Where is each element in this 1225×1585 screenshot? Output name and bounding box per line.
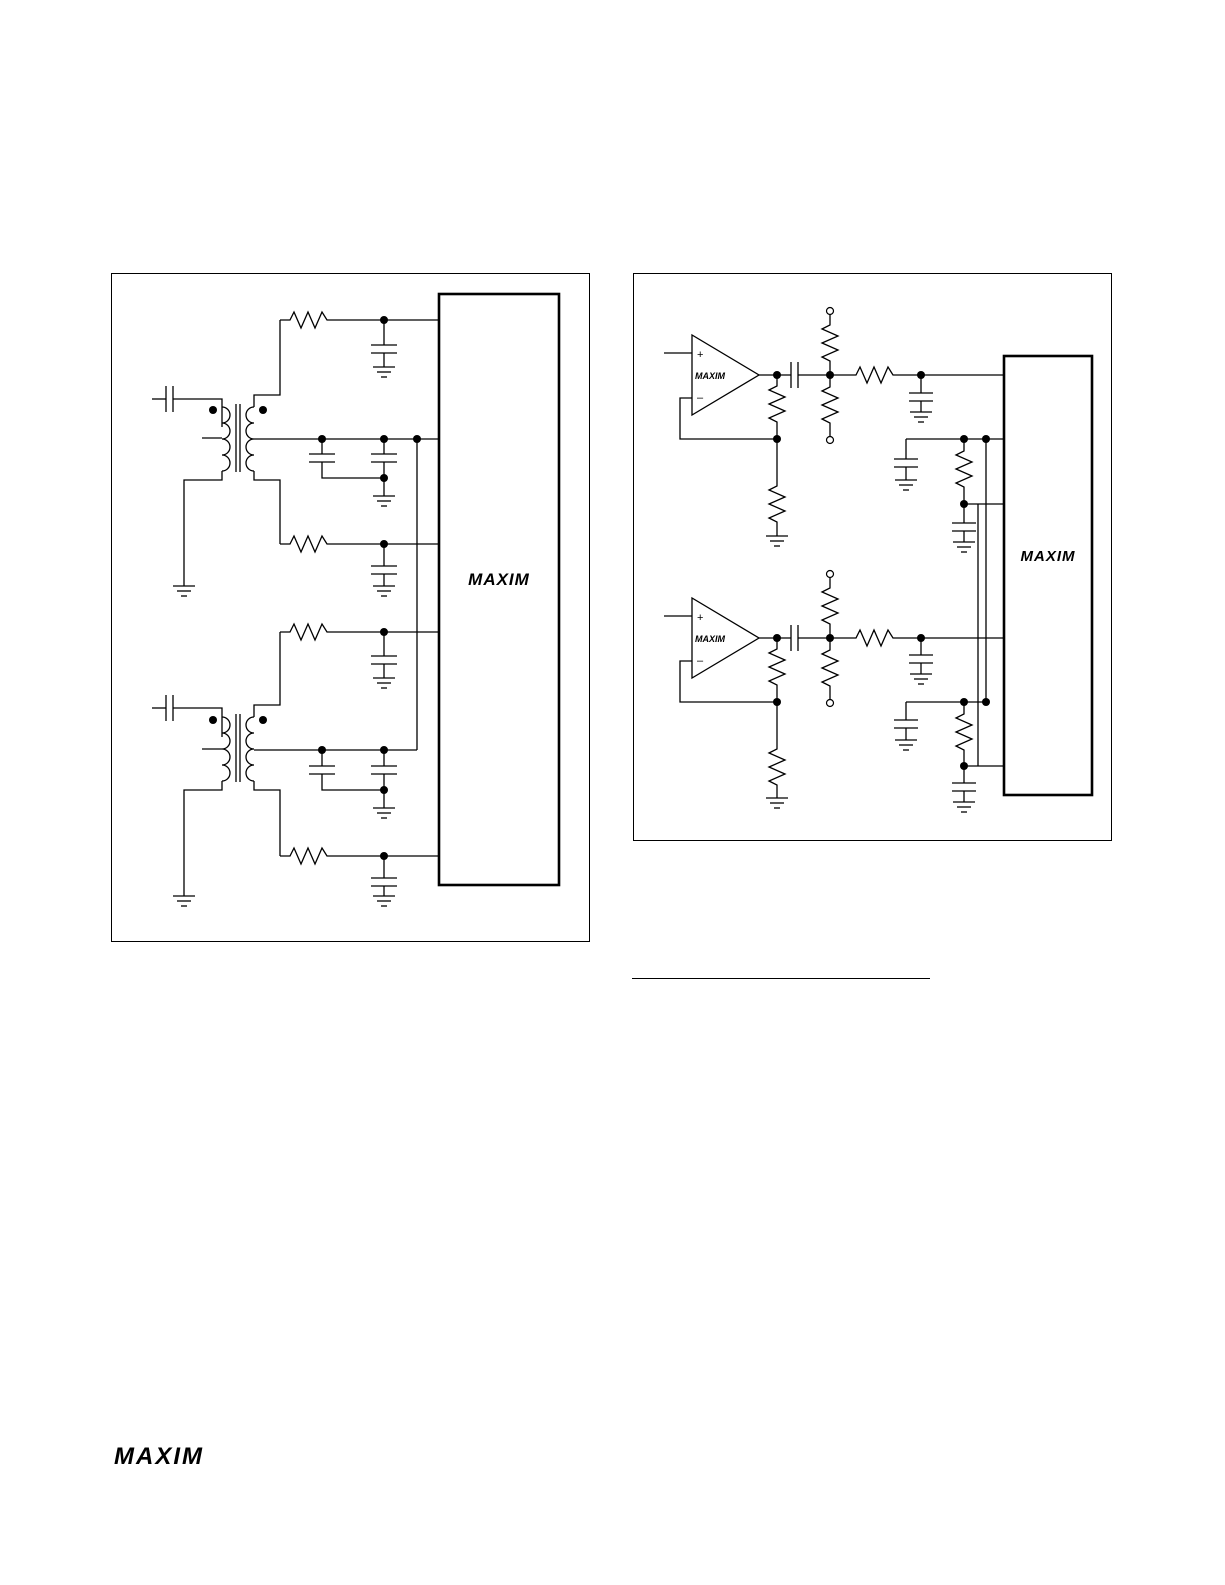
ground-icon (173, 586, 195, 596)
ground-icon (953, 542, 975, 552)
opamp-label: MAXIM (695, 634, 726, 644)
capacitor-icon (309, 750, 384, 790)
section-rule (632, 978, 930, 979)
ground-icon (766, 798, 788, 808)
opamp-plus-sign: + (697, 612, 703, 624)
ground-icon (766, 536, 788, 546)
opamp-driven-circuit: MAXIM + – MAXIM (633, 273, 1112, 841)
opamp-icon: + – MAXIM (692, 598, 759, 678)
resistor-icon (956, 439, 972, 504)
ic-label: MAXIM (1021, 548, 1076, 565)
ground-icon (910, 412, 932, 422)
opamp-minus-sign: – (697, 392, 704, 404)
capacitor-icon (371, 750, 397, 808)
resistor-icon (280, 312, 439, 328)
ground-icon (373, 496, 395, 506)
capacitor-icon (894, 720, 918, 740)
ground-icon (373, 808, 395, 818)
opamp-minus-sign: – (697, 655, 704, 667)
ground-icon (373, 367, 395, 377)
capacitor-icon (894, 459, 918, 480)
resistor-icon (769, 375, 785, 439)
ground-icon (895, 740, 917, 750)
opamp-label: MAXIM (695, 371, 726, 381)
ground-icon (895, 480, 917, 490)
resistor-icon (769, 638, 785, 702)
capacitor-icon (952, 766, 976, 802)
opamp-plus-sign: + (697, 349, 703, 361)
ic-block (439, 294, 559, 885)
capacitor-icon (909, 638, 933, 674)
open-terminal-icon (827, 571, 834, 578)
resistor-icon (956, 702, 972, 766)
capacitor-icon (371, 856, 397, 896)
maxim-logo: MAXIM (112, 1442, 262, 1470)
capacitor-icon (371, 544, 397, 586)
resistor-icon (822, 315, 838, 375)
maxim-logo-text: MAXIM (114, 1443, 204, 1470)
transformer-coupled-circuit: MAXIM (111, 273, 590, 942)
open-terminal-icon (827, 700, 834, 707)
resistor-icon (280, 848, 439, 864)
capacitor-icon (909, 375, 933, 412)
resistor-icon (822, 578, 838, 638)
opamp-icon: + – MAXIM (692, 335, 759, 415)
ic-label: MAXIM (468, 570, 530, 589)
ic-block (1004, 356, 1092, 795)
capacitor-icon (371, 439, 397, 496)
ground-icon (173, 896, 195, 906)
transformer-coupled-schematic: MAXIM (112, 274, 591, 943)
capacitor-icon (952, 504, 976, 542)
resistor-icon (822, 375, 838, 436)
capacitor-icon (152, 695, 222, 737)
capacitor-icon (371, 632, 397, 678)
resistor-icon (822, 638, 838, 699)
capacitor-icon (371, 320, 397, 367)
resistor-icon (280, 536, 439, 552)
resistor-icon (769, 439, 785, 536)
opamp-driven-schematic: MAXIM + – MAXIM (634, 274, 1113, 842)
capacitor-icon (791, 362, 830, 388)
ground-icon (910, 674, 932, 684)
open-terminal-icon (827, 308, 834, 315)
resistor-icon (769, 702, 785, 798)
capacitor-icon (309, 439, 384, 478)
ground-icon (373, 586, 395, 596)
ground-icon (373, 896, 395, 906)
ground-icon (373, 678, 395, 688)
capacitor-icon (791, 625, 830, 651)
open-terminal-icon (827, 437, 834, 444)
resistor-icon (280, 624, 439, 640)
ground-icon (953, 802, 975, 812)
